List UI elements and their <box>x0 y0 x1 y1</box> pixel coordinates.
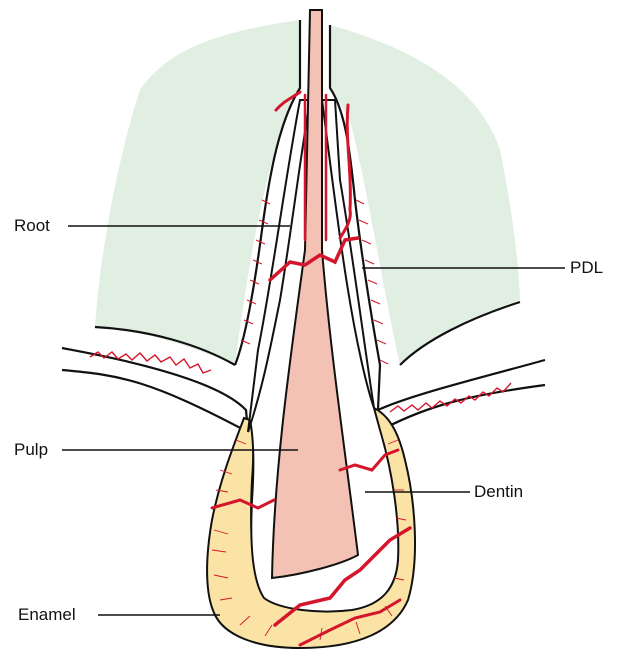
gingiva-right-outline <box>399 300 521 366</box>
label-root: Root <box>14 216 50 235</box>
gingiva-left-outline <box>94 325 236 366</box>
root-outline-left <box>233 20 302 366</box>
pdl-hatching <box>240 199 389 365</box>
label-pulp: Pulp <box>14 440 49 459</box>
label-pdl: PDL <box>570 258 604 277</box>
label-dentin: Dentin <box>474 482 524 501</box>
alveolar-bone <box>330 25 520 365</box>
gingiva-left-outline <box>61 346 250 434</box>
gingiva-right-outline <box>376 358 546 430</box>
enamel-stipple <box>211 439 407 641</box>
root-outline-right <box>328 25 382 411</box>
gingival-vessels-right <box>389 382 512 413</box>
root-outline-left-inner <box>247 99 311 433</box>
pulp <box>270 9 360 580</box>
root-outline-right-inner <box>321 99 375 409</box>
alveolar-bone <box>95 20 300 365</box>
label-enamel: Enamel <box>18 605 76 624</box>
gingival-vessels-left <box>89 351 212 374</box>
